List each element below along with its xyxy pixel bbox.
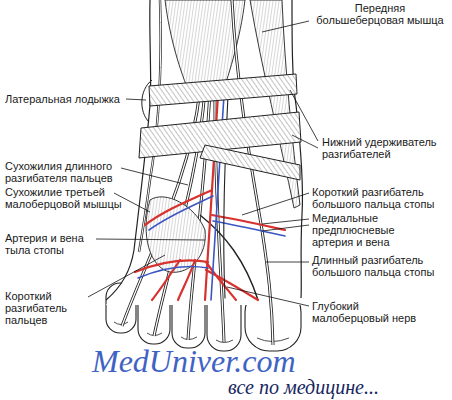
part-label: Длинный разгибатель большого пальца стоп… (312, 254, 448, 278)
watermark: MedUniver.com (92, 345, 295, 377)
drawing-part (266, 262, 309, 263)
drawing-part (145, 190, 212, 225)
drawing-part (122, 0, 273, 345)
drawing-part (138, 266, 208, 278)
drawing-part (149, 74, 297, 106)
part-label: Сухожилие третьей малоберцовой мышцы (5, 186, 123, 210)
drawing-part (152, 260, 258, 300)
part-label: Сухожилия длинного разгибателя пальцев (5, 160, 123, 184)
part-label: Короткий разгибатель большого пальца сто… (312, 186, 448, 210)
drawing-part (149, 196, 213, 230)
drawing-part (88, 255, 165, 297)
drawing-part (122, 0, 273, 345)
drawing-part (200, 145, 300, 180)
muscles-and-tendons (122, 0, 300, 345)
drawing-part (292, 135, 318, 148)
drawing-part (262, 225, 309, 231)
part-label: Передняя большеберцовая мышца (312, 2, 448, 26)
watermark: все по медицине... (228, 377, 379, 397)
drawing-part (106, 0, 305, 305)
drawing-part (227, 287, 309, 306)
part-label: Глубокий малоберцовый нерв (312, 300, 432, 324)
drawing-part (121, 168, 188, 185)
extensor-retinaculum (139, 74, 301, 180)
part-label: Латеральная лодыжка (5, 93, 130, 105)
part-label: Короткий разгибатель пальцев (5, 290, 85, 326)
drawing-part (242, 193, 309, 215)
drawing-part (262, 21, 309, 32)
leader-lines (88, 21, 318, 306)
drawing-part (96, 239, 205, 240)
foot-outline (106, 0, 305, 305)
part-label: Медиальные предплюсневые артерия и вена (312, 212, 412, 248)
part-label: Нижний удерживатель разгибателей (322, 136, 448, 160)
drawing-part (262, 219, 309, 224)
drawing-part (290, 90, 318, 141)
drawing-part (126, 99, 146, 100)
drawing-part (114, 322, 289, 343)
part-label: Артерия и вена тыла стопы (5, 232, 105, 256)
